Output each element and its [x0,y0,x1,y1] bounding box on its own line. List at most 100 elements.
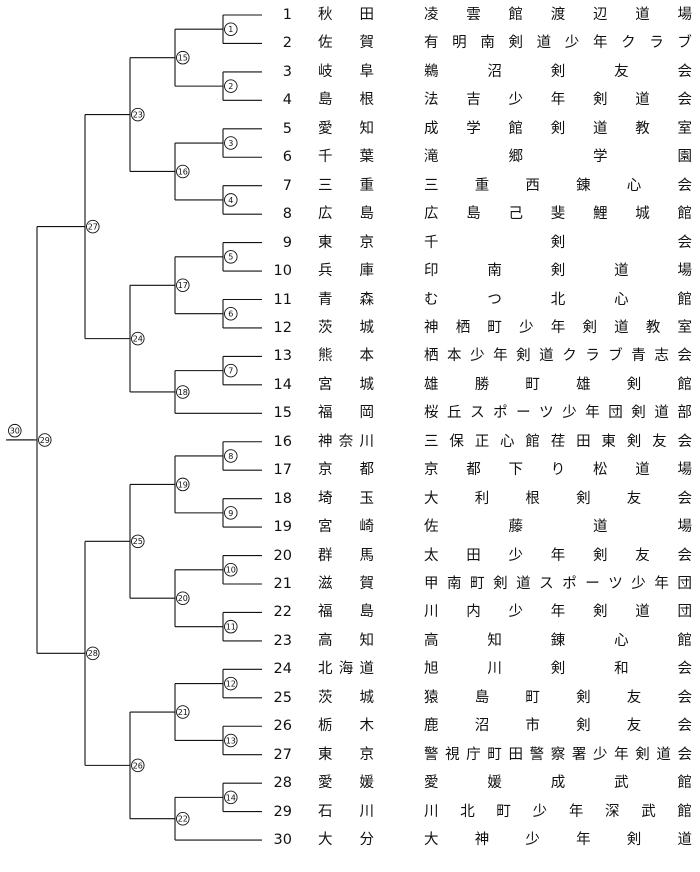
entry-number: 10 [273,263,292,280]
prefecture-char: 重 [359,177,375,194]
club-char: 心 [626,177,642,194]
club-char: 市 [525,718,540,735]
club-char: 会 [677,348,692,365]
match-number-circle [86,646,100,661]
prefecture-char: 城 [359,376,375,393]
club-char: 成 [424,120,439,137]
club-char: 沼 [474,718,490,735]
club-char: 園 [677,149,693,166]
match-number-circle [224,363,238,378]
prefecture-char: 神 [318,433,333,450]
club-char: 剣 [550,120,566,137]
club-char: 斐 [550,206,566,223]
match-number-circle [176,477,190,492]
prefecture-char: 森 [359,291,375,308]
prefecture-char: 島 [318,92,333,109]
club-char: 年 [585,405,600,422]
club-char: 根 [525,490,540,507]
club-char: 視 [445,746,460,763]
match-number-label: 21 [178,708,188,717]
club-char: 会 [677,63,693,80]
club-char: 北 [460,803,475,820]
club-char: 道 [614,319,629,336]
entry-number: 3 [282,63,292,80]
club-char: 鯉 [593,206,608,223]
match-number-circle [176,278,190,293]
prefecture-char: 賀 [359,35,375,52]
entry-club-name: 鹿沼市剣友会 [424,712,692,740]
club-char: 神 [474,832,490,849]
match-number-label: 10 [226,566,236,575]
club-char: 印 [424,263,439,280]
entry-prefecture: 栃木 [318,712,374,740]
club-char: 年 [550,92,566,109]
club-char: 田 [576,433,591,450]
entry-prefecture: 京都 [318,456,374,484]
prefecture-char: 知 [359,120,375,137]
entry-club-name: 法吉少年剣道会 [424,86,692,114]
entry-club-name: 滝郷学園 [424,143,692,171]
club-char: 剣 [626,832,642,849]
prefecture-char: 分 [359,832,375,849]
prefecture-char: 岐 [318,63,333,80]
entry-club-name: 栖本少年剣道クラブ青志会 [424,342,692,370]
club-char: 剣 [550,63,566,80]
entry-prefecture: 茨城 [318,684,374,712]
club-char: 剣 [493,576,508,592]
prefecture-char: 崎 [359,519,375,536]
club-char: 室 [677,319,693,336]
entry-number: 23 [273,632,292,649]
entry-prefecture: 大分 [318,826,374,854]
club-char: 丘 [447,405,462,422]
club-char: 栖 [424,348,439,365]
entry-number: 8 [282,206,292,223]
club-char: 団 [608,405,623,422]
prefecture-char: 馬 [359,547,375,564]
entry-club-name: 有明南剣道少年クラブ [424,29,692,57]
entry-number: 2 [282,35,292,52]
prefecture-char: 木 [359,718,375,735]
club-char: 藤 [508,519,524,536]
club-char: 少 [508,547,524,564]
match-number-label: 20 [178,594,188,603]
club-char: 会 [677,661,693,678]
club-char: 沼 [487,63,502,80]
club-char: 少 [470,348,485,365]
club-char: 辺 [593,7,608,23]
club-char: 佐 [424,519,439,536]
prefecture-char: 石 [318,803,333,820]
club-char: 松 [593,462,608,479]
match-number-label: 19 [178,480,188,489]
prefecture-char: 島 [359,206,375,223]
club-char: 会 [677,490,692,507]
entry-club-name: 川北町少年深武館 [424,798,692,826]
club-char: ツ [608,576,623,592]
match-number-label: 5 [228,253,233,262]
club-char: 荏 [550,433,566,450]
club-char: 少 [631,576,646,592]
club-char: 川 [487,661,502,678]
match-number-label: 16 [178,167,188,176]
match-number-label: 15 [178,54,188,63]
club-char: 友 [626,689,642,706]
club-char: ラ [585,348,600,365]
club-char: 署 [571,746,587,763]
entry-club-name: 雄勝町雄剣館 [424,371,692,399]
club-char: 教 [645,319,661,336]
entry-number: 24 [273,661,292,678]
club-char: 警 [529,746,545,763]
club-char: 志 [654,348,669,365]
club-char: 剣 [576,718,591,735]
match-number-circle [176,385,190,399]
